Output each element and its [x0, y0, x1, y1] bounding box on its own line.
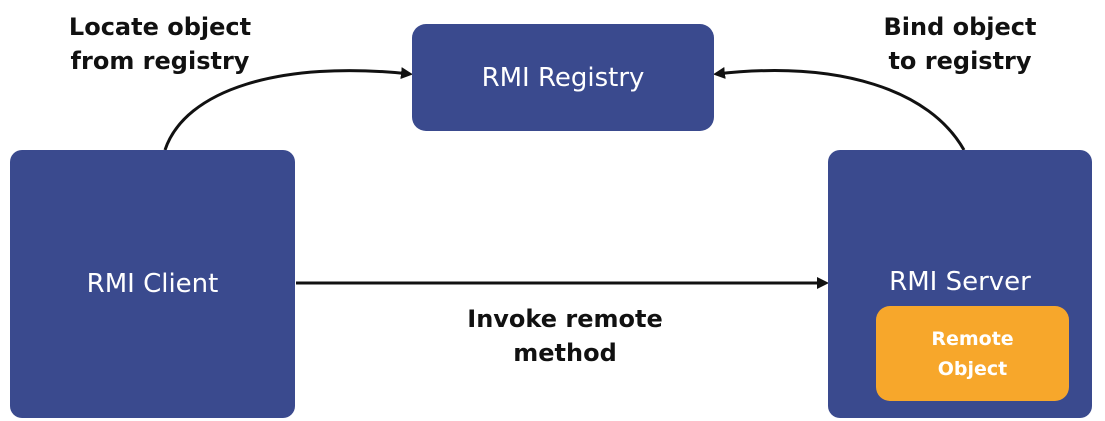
rmi-server-label: RMI Server	[889, 267, 1031, 297]
rmi-registry-node: RMI Registry	[412, 24, 714, 131]
invoke-label-line1: Invoke remote	[467, 305, 663, 333]
invoke-label-line2: method	[513, 339, 617, 367]
locate-edge-label: Locate object from registry	[55, 10, 265, 78]
locate-label-line2: from registry	[70, 47, 250, 75]
rmi-client-label: RMI Client	[86, 269, 219, 299]
bind-arrow	[713, 67, 966, 151]
bind-label-line2: to registry	[888, 47, 1032, 75]
invoke-edge-label: Invoke remote method	[445, 302, 685, 370]
remote-object-node: Remote Object	[876, 306, 1069, 401]
locate-label-line1: Locate object	[68, 13, 252, 41]
remote-object-label-line1: Remote	[931, 327, 1014, 350]
bind-edge-label: Bind object to registry	[860, 10, 1060, 78]
bind-label-line1: Bind object	[883, 13, 1037, 41]
remote-object-label-line2: Object	[937, 357, 1008, 380]
rmi-registry-label: RMI Registry	[481, 62, 645, 93]
locate-arrow	[163, 67, 413, 151]
rmi-client-node: RMI Client	[10, 150, 295, 418]
